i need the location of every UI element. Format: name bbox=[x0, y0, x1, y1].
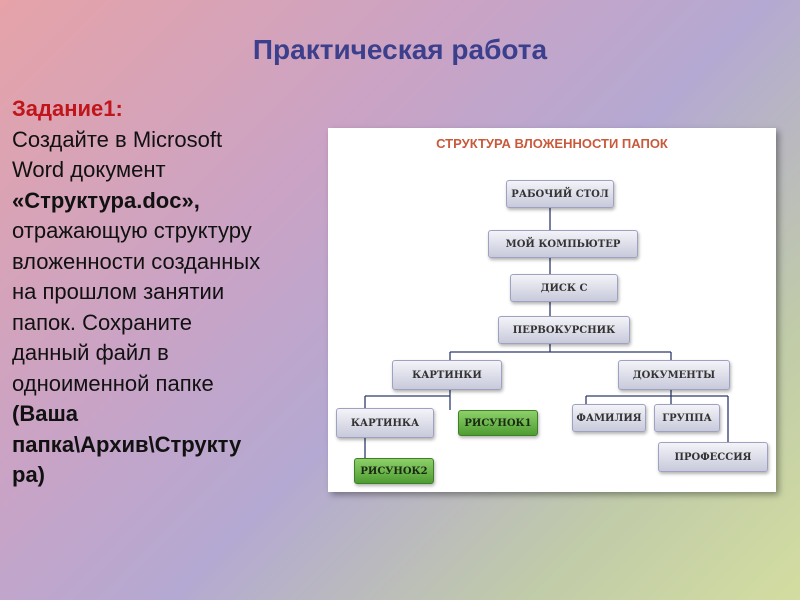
task-line: вложенности созданных bbox=[12, 248, 261, 274]
node-my-computer: МОЙ КОМПЬЮТЕР bbox=[488, 230, 638, 258]
diagram-panel: СТРУКТУРА ВЛОЖЕННОСТИ ПАПОК РАБОЧИЙ СТОЛ… bbox=[328, 128, 776, 492]
task-line: отражающую структуру bbox=[12, 218, 252, 243]
node-freshman: ПЕРВОКУРСНИК bbox=[498, 316, 630, 344]
task-line: «Структура.doc», bbox=[12, 187, 200, 213]
task-text: Задание1: Создайте в Microsoft Word доку… bbox=[12, 94, 332, 491]
node-documents: ДОКУМЕНТЫ bbox=[618, 360, 730, 390]
node-drawing2: РИСУНОК2 bbox=[354, 458, 434, 484]
task-heading: Задание1: bbox=[12, 96, 123, 121]
node-drawing1: РИСУНОК1 bbox=[458, 410, 538, 436]
task-line: на прошлом занятии bbox=[12, 279, 225, 304]
node-desktop: РАБОЧИЙ СТОЛ bbox=[506, 180, 614, 208]
task-line: Создайте в Microsoft bbox=[12, 126, 223, 152]
task-line: ра) bbox=[12, 462, 45, 487]
node-disk-c: ДИСК С bbox=[510, 274, 618, 302]
task-line: Word документ bbox=[12, 157, 166, 182]
task-line: папка\Архив\Структу bbox=[12, 431, 242, 457]
node-group: ГРУППА bbox=[654, 404, 720, 432]
node-pictures: КАРТИНКИ bbox=[392, 360, 502, 390]
node-surname: ФАМИЛИЯ bbox=[572, 404, 646, 432]
task-line: (Ваша bbox=[12, 401, 79, 426]
node-picture: КАРТИНКА bbox=[336, 408, 434, 438]
slide-title: Практическая работа bbox=[252, 34, 548, 65]
task-line: папок. Сохраните bbox=[12, 309, 192, 335]
node-profession: ПРОФЕССИЯ bbox=[658, 442, 768, 472]
task-line: данный файл в bbox=[12, 340, 169, 365]
task-line: одноименной папке bbox=[12, 370, 214, 396]
diagram-title: СТРУКТУРА ВЛОЖЕННОСТИ ПАПОК bbox=[436, 136, 668, 151]
